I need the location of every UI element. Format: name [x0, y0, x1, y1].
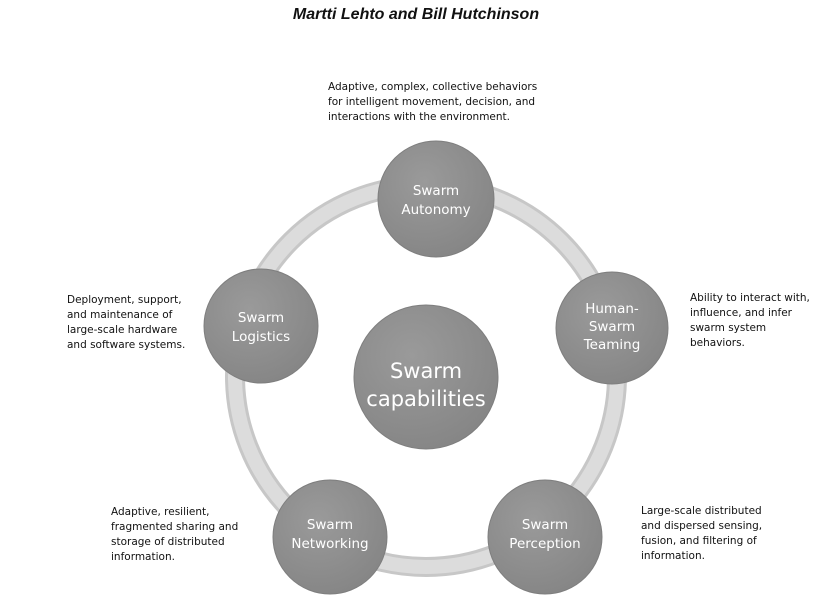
node-human-swarm-teaming: Human- Swarm Teaming — [555, 271, 669, 385]
node-label-line: Swarm — [238, 310, 284, 326]
node-swarm-autonomy: Swarm Autonomy — [377, 140, 495, 258]
page-title: Martti Lehto and Bill Hutchinson — [292, 6, 540, 23]
node-swarm-perception: Swarm Perception — [487, 479, 603, 595]
center-node: Swarm capabilities — [353, 304, 499, 450]
logistics-description: Deployment, support, and maintenance of … — [67, 294, 186, 351]
center-label-line2: capabilities — [366, 387, 485, 411]
node-swarm-networking: Swarm Networking — [272, 479, 388, 595]
node-label-line: Perception — [509, 536, 580, 552]
node-label-line: Human- — [585, 301, 639, 317]
perception-description: Large-scale distributed and dispersed se… — [641, 505, 763, 562]
node-label-line: Swarm — [522, 517, 568, 533]
networking-description: Adaptive, resilient, fragmented sharing … — [111, 506, 239, 563]
node-label-line: Swarm — [413, 183, 459, 199]
node-swarm-logistics: Swarm Logistics — [203, 268, 319, 384]
autonomy-description: Adaptive, complex, collective behaviors … — [328, 81, 538, 123]
teaming-description: Ability to interact with, influence, and… — [690, 292, 810, 349]
node-label-line: Autonomy — [401, 202, 470, 218]
node-label-line: Teaming — [583, 337, 641, 353]
node-label-line: Networking — [291, 536, 368, 552]
node-label-line: Swarm — [589, 319, 635, 335]
center-label-line1: Swarm — [390, 359, 462, 383]
node-label-line: Logistics — [232, 329, 290, 345]
node-label-line: Swarm — [307, 517, 353, 533]
